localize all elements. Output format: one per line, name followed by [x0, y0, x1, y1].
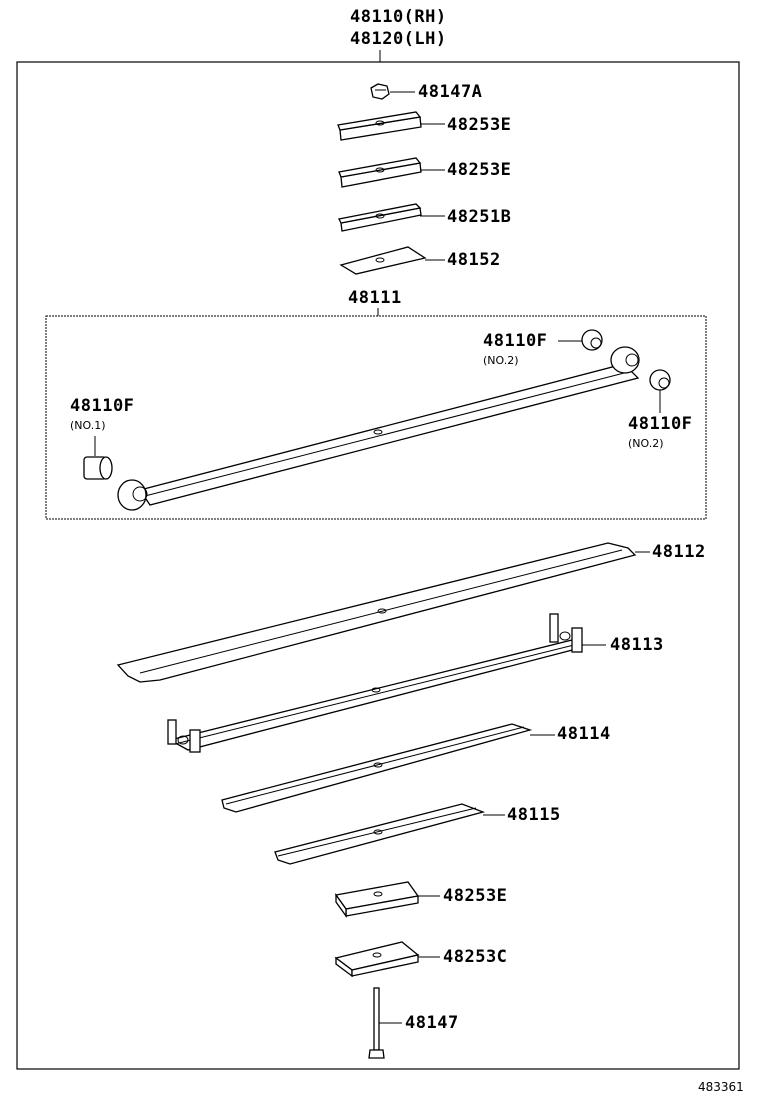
leaf-48115	[274, 803, 505, 865]
plate-48251b	[338, 203, 445, 232]
label-48110f-top: 48110F	[483, 331, 548, 351]
nut-48147a	[370, 83, 415, 100]
label-48253e-3: 48253E	[443, 886, 508, 906]
plate-48253e-2	[338, 157, 445, 188]
note-48110f-top: (NO.2)	[483, 354, 519, 367]
note-48110f-left: (NO.1)	[70, 419, 106, 432]
label-48152: 48152	[447, 250, 501, 270]
figure-reference: 483361	[698, 1080, 744, 1094]
bolt-48147	[368, 987, 402, 1059]
label-48253e-1: 48253E	[447, 115, 512, 135]
main-leaf-48111	[117, 346, 640, 511]
label-48112: 48112	[652, 542, 706, 562]
leaf-48114	[221, 723, 555, 813]
assembly-title-lh: 48120(LH)	[350, 29, 447, 49]
leaf-assembly-frame	[45, 315, 707, 520]
label-48111: 48111	[348, 288, 402, 308]
plate-48253e-3	[334, 881, 440, 919]
bushing-no2-right	[649, 369, 671, 413]
label-48113: 48113	[610, 635, 664, 655]
bushing-no1	[83, 436, 113, 480]
leaf-48112	[116, 542, 650, 683]
plate-48253e-1	[337, 111, 445, 141]
label-48115: 48115	[507, 805, 561, 825]
leaf-48113	[167, 613, 606, 753]
label-48147: 48147	[405, 1013, 459, 1033]
label-48251b: 48251B	[447, 207, 512, 227]
outer-frame	[16, 61, 740, 1070]
bushing-no2-top	[558, 329, 603, 351]
label-48110f-right: 48110F	[628, 414, 693, 434]
note-48110f-right: (NO.2)	[628, 437, 664, 450]
label-48253c: 48253C	[443, 947, 508, 967]
label-48147a: 48147A	[418, 82, 483, 102]
plate-48253c	[334, 941, 440, 978]
plate-48152	[339, 246, 445, 275]
label-48253e-2: 48253E	[447, 160, 512, 180]
label-48110f-left: 48110F	[70, 396, 135, 416]
label-48114: 48114	[557, 724, 611, 744]
assembly-title-rh: 48110(RH)	[350, 7, 447, 27]
